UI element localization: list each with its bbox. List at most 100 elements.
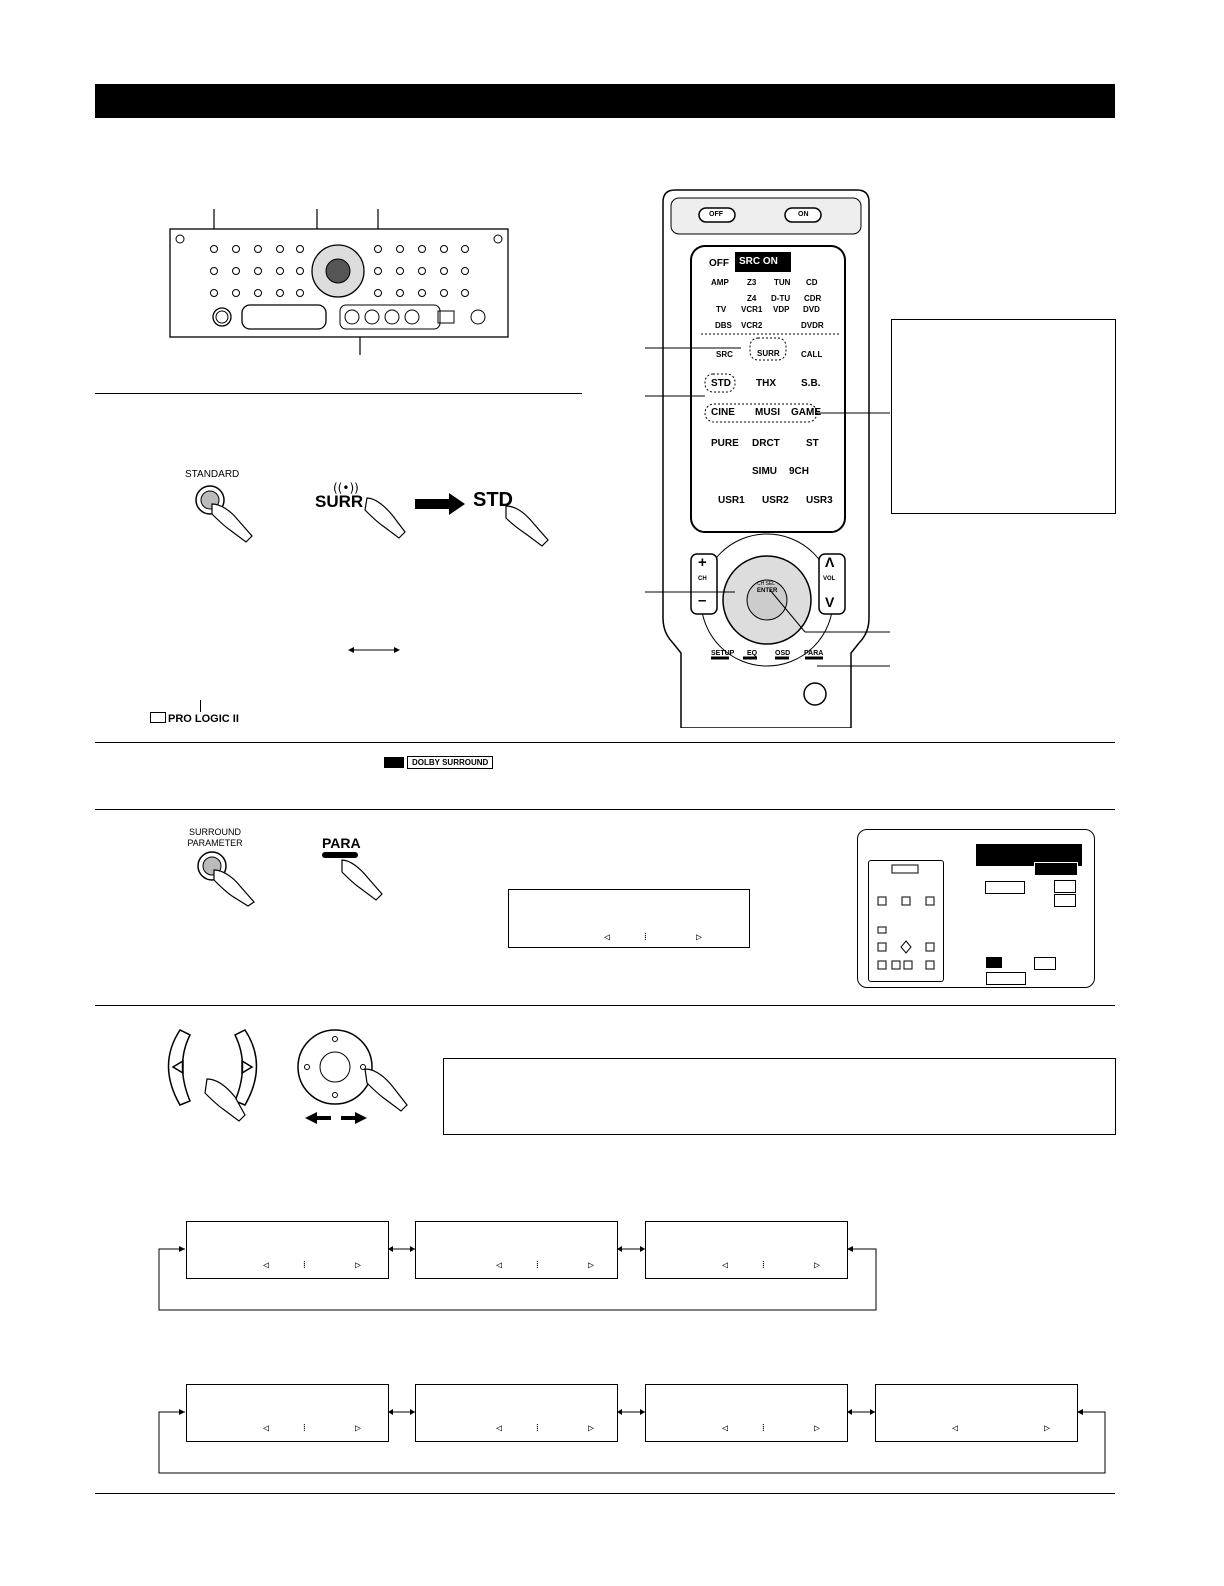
remote-enter[interactable]: ENTER xyxy=(757,588,778,594)
remote-vdp[interactable]: VDP xyxy=(773,305,790,314)
remote-std[interactable]: STD xyxy=(711,378,731,389)
dolby-surround-text: DOLBY SURROUND xyxy=(407,756,494,769)
svg-text:▷: ▷ xyxy=(355,1260,361,1271)
display-indicators: ◁ ⁞ ▷ xyxy=(263,1260,361,1271)
remote-vol-up[interactable]: Λ xyxy=(825,554,835,570)
remote-simu[interactable]: SIMU xyxy=(752,466,777,477)
remote-z4[interactable]: Z4 xyxy=(747,294,757,303)
surround-parameter-label: SURROUND PARAMETER xyxy=(187,827,243,848)
remote-setup[interactable]: SETUP xyxy=(711,650,735,657)
remote-callout-lines xyxy=(645,347,890,667)
remote-z3[interactable]: Z3 xyxy=(747,278,757,287)
svg-text:((•)): ((•)) xyxy=(333,481,359,495)
remote-tun[interactable]: TUN xyxy=(774,278,791,287)
display-panel: ◁ ⁞ ▷ xyxy=(415,1384,618,1442)
section-rule xyxy=(95,742,1115,743)
remote-cd[interactable]: CD xyxy=(806,278,818,287)
para-button-label: PARA xyxy=(322,835,361,851)
display-indicators: ◁ ⁞ ▷ xyxy=(722,1260,820,1271)
remote-usr3[interactable]: USR3 xyxy=(806,495,833,506)
svg-text:◁: ◁ xyxy=(604,932,610,943)
svg-text:⁞: ⁞ xyxy=(303,1260,306,1271)
remote-ch-plus[interactable]: + xyxy=(698,554,707,571)
arrow-right-icon xyxy=(415,493,465,515)
section-rule xyxy=(95,1005,1115,1006)
remote-d-tu[interactable]: D-TU xyxy=(771,294,791,303)
pointer-line xyxy=(200,700,201,712)
remote-cdr[interactable]: CDR xyxy=(804,294,822,303)
svg-text:◁: ◁ xyxy=(952,1423,958,1434)
remote-para[interactable]: PARA xyxy=(804,650,824,657)
section-rule xyxy=(95,809,1115,810)
display-panel: ◁ ⁞ ▷ xyxy=(645,1384,848,1442)
section-rule xyxy=(95,1493,1115,1494)
dolby-surround-logo: DOLBY SURROUND xyxy=(384,756,494,769)
cursor-buttons-illustration xyxy=(167,1029,408,1124)
remote-control: OFF ON OFF SRC ON AMP Z3 TUN CD Z4 D-TU … xyxy=(661,188,871,728)
osd-field xyxy=(1054,894,1076,907)
remote-ch-minus[interactable]: – xyxy=(698,592,707,609)
display-panel: ◁ ▷ xyxy=(875,1384,1078,1442)
remote-vol-down[interactable]: V xyxy=(825,594,835,610)
display-panel: ◁ ⁞ ▷ xyxy=(508,889,750,948)
svg-text:◁: ◁ xyxy=(496,1260,502,1271)
svg-text:▷: ▷ xyxy=(588,1260,594,1271)
remote-on-button[interactable]: ON xyxy=(798,211,809,218)
osd-selected-field xyxy=(1034,862,1078,876)
remote-dbs[interactable]: DBS xyxy=(715,321,732,330)
remote-pure[interactable]: PURE xyxy=(711,438,739,449)
remote-vcr2[interactable]: VCR2 xyxy=(741,321,763,330)
display-indicators: ◁ ⁞ ▷ xyxy=(496,1423,594,1434)
remote-dvdr[interactable]: DVDR xyxy=(801,321,824,330)
remote-game[interactable]: GAME xyxy=(791,407,821,418)
remote-vol-label: VOL xyxy=(823,576,836,582)
std-press-illustration xyxy=(505,505,549,547)
surround-parameter-press-illustration xyxy=(197,851,255,907)
remote-drct[interactable]: DRCT xyxy=(752,438,780,449)
remote-tab-src-on[interactable]: SRC ON xyxy=(735,252,791,272)
pro-logic-ii-logo: PRO LOGIC II xyxy=(150,712,239,725)
osd-title-bar xyxy=(976,844,1082,866)
display-indicators: ◁ ⁞ ▷ xyxy=(604,932,702,943)
remote-sb[interactable]: S.B. xyxy=(801,378,821,389)
display-panel: ◁ ⁞ ▷ xyxy=(415,1221,618,1279)
remote-musi[interactable]: MUSI xyxy=(755,407,780,418)
standard-button-press-illustration xyxy=(195,485,253,543)
remote-dvd[interactable]: DVD xyxy=(803,305,820,314)
para-press-illustration xyxy=(322,852,383,901)
remote-usr2[interactable]: USR2 xyxy=(762,495,789,506)
remote-osd[interactable]: OSD xyxy=(775,650,791,657)
svg-text:⁞: ⁞ xyxy=(644,932,647,943)
remote-surr[interactable]: SURR xyxy=(757,349,780,358)
display-panel: ◁ ⁞ ▷ xyxy=(645,1221,848,1279)
remote-tv[interactable]: TV xyxy=(716,305,727,314)
remote-tab-off[interactable]: OFF xyxy=(709,258,729,269)
osd-field-selected xyxy=(986,957,1002,968)
svg-text:⁞: ⁞ xyxy=(536,1260,539,1271)
remote-off-button[interactable]: OFF xyxy=(709,211,723,218)
remote-usr1[interactable]: USR1 xyxy=(718,495,745,506)
surr-button-label: SURR xyxy=(315,492,364,511)
svg-text:◁: ◁ xyxy=(722,1260,728,1271)
section-rule xyxy=(95,393,582,394)
osd-field xyxy=(986,972,1026,985)
remote-amp[interactable]: AMP xyxy=(711,278,729,287)
svg-text:⁞: ⁞ xyxy=(303,1423,306,1434)
remote-thx[interactable]: THX xyxy=(756,378,776,389)
svg-text:▷: ▷ xyxy=(814,1423,820,1434)
remote-cine[interactable]: CINE xyxy=(711,407,735,418)
remote-vcr1[interactable]: VCR1 xyxy=(741,305,763,314)
sequence-arrows-row1 xyxy=(158,1246,877,1311)
svg-text:◁: ◁ xyxy=(263,1423,269,1434)
remote-st[interactable]: ST xyxy=(806,438,819,449)
remote-call[interactable]: CALL xyxy=(801,350,823,359)
remote-src[interactable]: SRC xyxy=(716,350,733,359)
standard-button-label: STANDARD xyxy=(185,469,240,480)
osd-field xyxy=(985,881,1025,894)
header-bar xyxy=(95,84,1115,118)
remote-eq[interactable]: EQ xyxy=(747,650,758,657)
display-indicators: ◁ ⁞ ▷ xyxy=(496,1260,594,1271)
svg-text:◁: ◁ xyxy=(722,1423,728,1434)
speaker-layout-icons xyxy=(877,864,935,970)
remote-9ch[interactable]: 9CH xyxy=(789,466,810,477)
